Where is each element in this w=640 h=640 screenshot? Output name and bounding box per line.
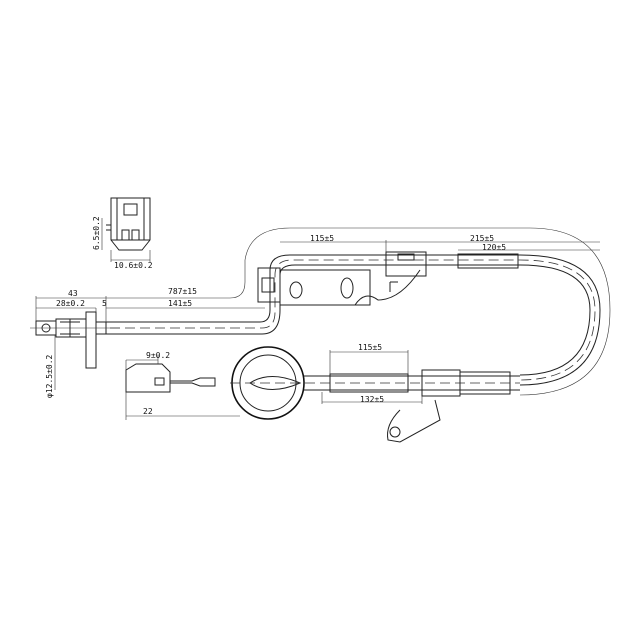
dim-sleeve-4: 120±5	[482, 243, 506, 252]
dim-plug-width: 9±0.2	[146, 351, 170, 360]
dim-cable-length: 787±15	[168, 287, 197, 296]
dim-sleeve-3: 215±5	[470, 234, 494, 243]
dim-sensor-total: 43	[68, 289, 78, 298]
dim-connector-height: 6.5±0.2	[92, 216, 101, 250]
dim-sleeve-1: 141±5	[168, 299, 192, 308]
sensor-head	[30, 296, 120, 390]
dim-sleeve-6: 132±5	[360, 395, 384, 404]
dim-connector-width: 10.6±0.2	[114, 261, 153, 270]
dim-flange: 5	[102, 299, 107, 308]
dim-sleeve-2: 115±5	[310, 234, 334, 243]
dim-sensor-body: 28±0.2	[56, 299, 85, 308]
dim-plug-length: 22	[143, 407, 153, 416]
plug-connector	[125, 355, 240, 420]
dim-sensor-diameter: φ12.5±0.2	[45, 354, 54, 398]
connector-end-view	[101, 197, 151, 262]
dim-sleeve-5: 115±5	[358, 343, 382, 352]
